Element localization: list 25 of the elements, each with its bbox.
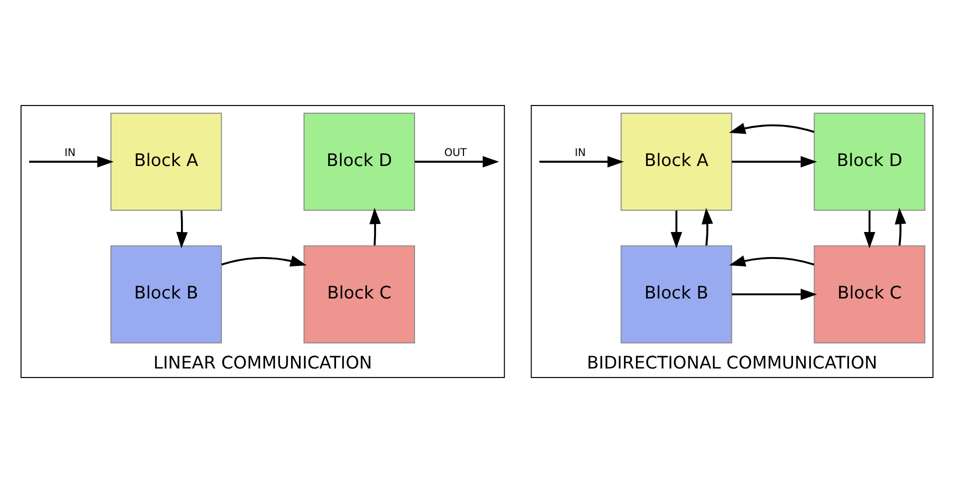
edge-label: IN (574, 146, 586, 159)
arrow (369, 208, 381, 246)
node-box: Block D (814, 112, 926, 211)
arrow (864, 210, 876, 248)
edge-label: IN (64, 146, 76, 159)
arrow (221, 256, 307, 267)
arrow (670, 210, 682, 248)
arrow (176, 210, 188, 248)
node-box: Block B (110, 245, 222, 344)
arrow (414, 156, 500, 168)
node-box: Block C (304, 245, 416, 344)
node-box: Block D (304, 112, 416, 211)
arrow (894, 208, 906, 246)
node-box: Block A (110, 112, 222, 211)
arrow (729, 122, 814, 134)
arrow (702, 208, 714, 246)
arrow (732, 288, 818, 300)
node-box: Block B (620, 245, 732, 344)
arrow (732, 156, 818, 168)
edge-label: OUT (444, 146, 467, 159)
arrow (539, 156, 624, 168)
arrow (29, 156, 114, 168)
node-box: Block C (814, 245, 926, 344)
arrow (729, 256, 814, 267)
node-box: Block A (620, 112, 732, 211)
